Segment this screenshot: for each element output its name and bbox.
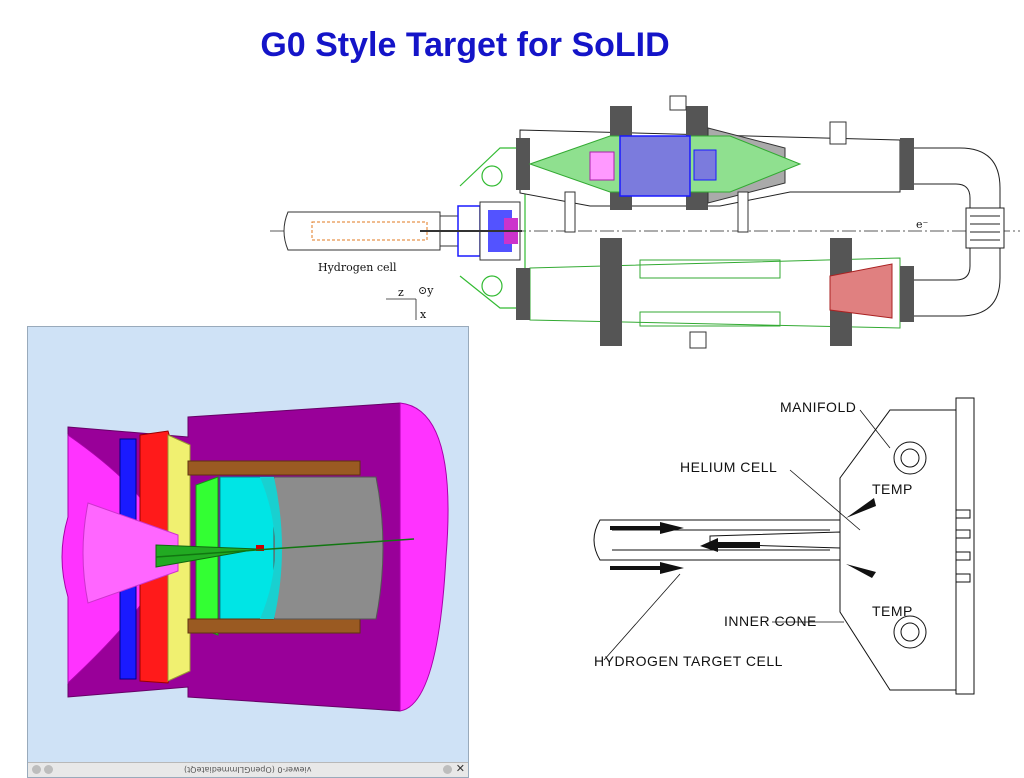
window-option-button[interactable] bbox=[443, 765, 452, 774]
axis-y-label: ⊙y bbox=[418, 284, 434, 297]
upper-cone-assembly bbox=[528, 135, 802, 197]
target-schematic-diagram: Hydrogen cell bbox=[270, 95, 1020, 349]
hydrogen-target-cell-label: HYDROGEN TARGET CELL bbox=[594, 653, 783, 669]
temp-label-bottom: TEMP bbox=[872, 603, 913, 619]
cell-block bbox=[420, 201, 522, 261]
window-minimize-button[interactable] bbox=[32, 765, 41, 774]
green-target-cone bbox=[155, 544, 259, 568]
beam-line bbox=[155, 538, 415, 558]
magenta-endcap bbox=[399, 402, 449, 712]
axis-z-label: z bbox=[398, 286, 404, 299]
viewer-window-title: viewer-0 (OpenGLImmediateQt) bbox=[184, 765, 312, 774]
gray-cylinder bbox=[273, 476, 384, 620]
opengl-viewer-window: viewer-0 (OpenGLImmediateQt) ✕ bbox=[27, 326, 469, 778]
lower-chamber bbox=[516, 238, 914, 349]
orange-frame-bottom bbox=[187, 618, 361, 634]
viewer-title-bar: viewer-0 (OpenGLImmediateQt) ✕ bbox=[28, 762, 468, 777]
hydrogen-target-cad-drawing: MANIFOLD HELIUM CELL TEMP TEMP INNER CON… bbox=[593, 397, 975, 695]
manifold-port-top bbox=[893, 441, 927, 475]
cyan-front bbox=[260, 477, 282, 619]
hydrogen-cell-label: Hydrogen cell bbox=[318, 261, 397, 274]
manifold-port-bottom bbox=[893, 615, 927, 649]
beam-label: e⁻ bbox=[916, 218, 929, 231]
return-u-bend bbox=[914, 147, 1005, 317]
solid-target-3d-render bbox=[61, 402, 449, 712]
slide-title: G0 Style Target for SoLID bbox=[260, 26, 670, 64]
manifold-label: MANIFOLD bbox=[780, 399, 856, 415]
close-icon[interactable]: ✕ bbox=[455, 762, 465, 775]
red-target-cell bbox=[256, 545, 264, 551]
window-maximize-button[interactable] bbox=[44, 765, 53, 774]
manifold-body bbox=[839, 409, 957, 691]
orange-frame-top bbox=[187, 460, 361, 476]
target-cell-outline bbox=[593, 519, 841, 561]
coordinate-axes bbox=[386, 298, 417, 320]
helium-cell-label: HELIUM CELL bbox=[680, 459, 777, 475]
inner-cone-label: INNER CONE bbox=[724, 613, 817, 629]
inner-magenta-cone bbox=[82, 502, 179, 604]
hydrogen-cell-tube bbox=[283, 211, 458, 251]
flow-arrows bbox=[610, 498, 876, 578]
temp-label-top: TEMP bbox=[872, 481, 913, 497]
axis-x-label: x bbox=[420, 308, 427, 321]
